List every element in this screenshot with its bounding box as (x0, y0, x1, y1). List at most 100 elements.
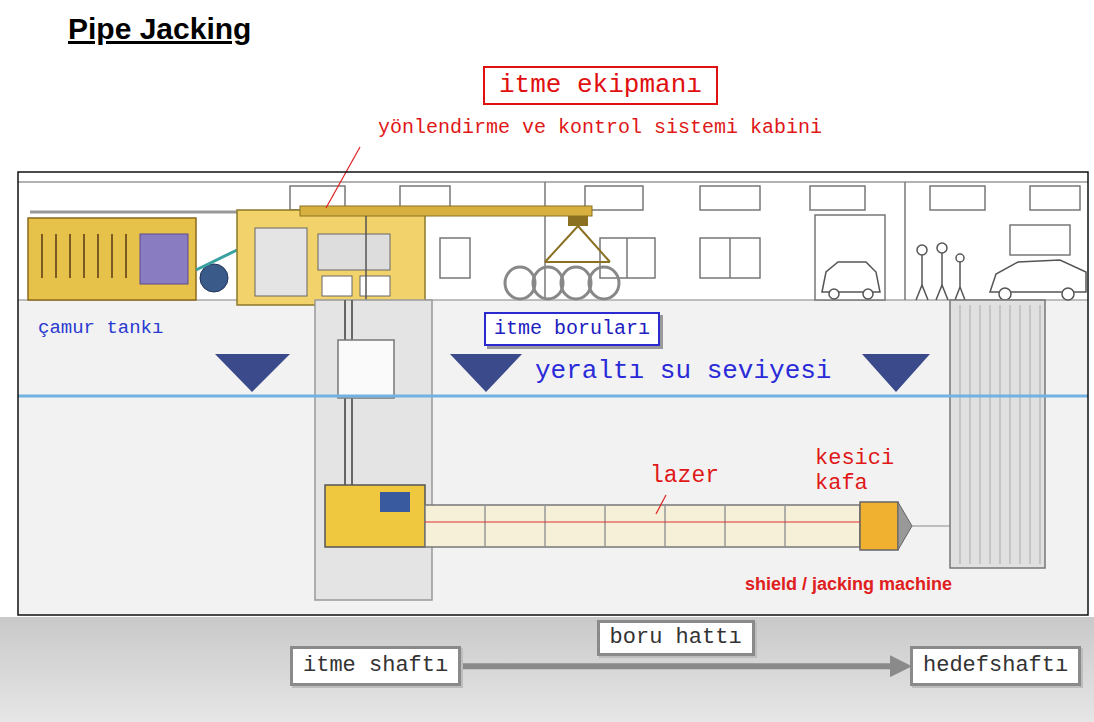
cars-and-people-part (942, 285, 948, 300)
buildings (18, 182, 1088, 300)
control-cabin-part (255, 228, 307, 296)
target-shaft-part (950, 300, 1045, 568)
illustration-frame-part (18, 172, 1088, 615)
jacking-pipeline-part (860, 502, 898, 550)
cars-and-people-part (822, 262, 880, 292)
cars-and-people-part (829, 289, 839, 299)
cars-and-people-part (941, 253, 943, 285)
control-cabin-part (360, 276, 390, 296)
pipe-stack-part (505, 267, 535, 299)
buildings-part (904, 182, 906, 300)
target-shaft-part-part (1030, 305, 1031, 564)
mud-tank-part (196, 250, 237, 270)
jacking-pipeline-part (425, 505, 860, 547)
part-label: lazer (650, 463, 719, 489)
box-text: itme boruları (494, 317, 650, 341)
cars-and-people-part (960, 287, 965, 300)
jacking-pipeline-part (485, 505, 785, 547)
target-shaft-part-part (990, 305, 991, 564)
part-label: yönlendirme ve kontrol sistemi kabini (378, 116, 822, 139)
page-title: Pipe Jacking (68, 12, 251, 46)
mud-tank-part (200, 264, 228, 292)
flow-arrow (461, 663, 890, 669)
target-shaft-part-part (1010, 305, 1011, 564)
mud-tank-part (42, 234, 126, 278)
buildings-part (1030, 186, 1080, 210)
cars-and-people-part (959, 262, 961, 287)
target-shaft-part-part (1000, 305, 1001, 564)
buildings-part (729, 238, 731, 278)
target-shaft-part-part (960, 305, 961, 564)
groundwater-level-part (215, 354, 290, 392)
mud-tank-part (30, 211, 240, 214)
mud-tank-part-part (55, 234, 57, 278)
cars-and-people-part (956, 254, 964, 262)
cars-and-people (822, 243, 1086, 300)
jacking-pipeline-part (380, 492, 410, 512)
mud-tank-part (28, 218, 196, 300)
groundwater-level (18, 354, 1088, 396)
cars-and-people-part (955, 287, 960, 300)
jacking-pipeline-part (425, 522, 860, 523)
buildings-part (930, 186, 985, 210)
mud-tank-part (140, 234, 188, 284)
mud-tank-part-part (41, 234, 43, 278)
buildings-part (585, 186, 643, 210)
jacking-pipeline-part-part (784, 505, 786, 547)
mud-tank-part-part (97, 234, 99, 278)
control-cabin-part (322, 276, 352, 296)
target-shaft-part-part (1040, 305, 1041, 564)
cars-and-people-part (990, 260, 1086, 292)
target-shaft (950, 300, 1045, 568)
edge-label: boru hattı (597, 620, 755, 656)
illustration-frame (18, 172, 1088, 615)
cars-and-people-part (936, 285, 942, 300)
crane-part (578, 226, 610, 262)
pipe-stack-part (589, 267, 619, 299)
buildings-part (544, 182, 546, 300)
mud-tank (28, 212, 240, 300)
groundwater-level-part (862, 354, 930, 392)
mud-tank-part-part (125, 234, 127, 278)
control-cabin-part (237, 210, 425, 305)
buildings-part (626, 238, 628, 278)
part-label: çamur tankı (38, 318, 163, 340)
cars-and-people-part (922, 285, 928, 300)
crane-part (545, 226, 578, 262)
groundwater-level-part (450, 354, 522, 392)
cars-and-people-part (1062, 288, 1074, 300)
cars-and-people-part (921, 255, 923, 285)
pipe-stack-part (561, 267, 591, 299)
buildings-part (440, 238, 470, 278)
shaft-box: itme shaftı (290, 646, 461, 686)
jacking-pipeline-part-part (604, 505, 606, 547)
crane-part (300, 206, 592, 216)
mud-tank-part-part (69, 234, 71, 278)
buildings-part (810, 186, 865, 210)
shaft-box: hedefshaftı (910, 646, 1081, 686)
bottom-band-part (0, 617, 1094, 722)
target-shaft-part-part (1020, 305, 1021, 564)
launch-shaft-part (315, 300, 432, 600)
jacking-pipeline-part (912, 526, 950, 527)
crane-part (568, 216, 588, 226)
equipment-box: itme ekipmanı (483, 66, 718, 105)
pipes-box: itme boruları (484, 312, 660, 346)
pipe-stack-part (533, 267, 563, 299)
part-label: yeraltı su seviyesi (535, 357, 831, 387)
buildings-part (600, 238, 655, 278)
leader-lines (326, 147, 666, 514)
jacking-pipeline-part-part (544, 505, 546, 547)
jacking-pipeline-part (898, 502, 912, 550)
leader-lines-part (326, 147, 360, 208)
launch-shaft-part (338, 340, 394, 398)
groundwater-level-part (18, 395, 1088, 398)
leader-lines-part (656, 495, 666, 514)
buildings-part (18, 181, 1088, 183)
part-label: shield / jacking machine (745, 574, 952, 595)
part-label: kesici kafa (815, 446, 915, 497)
cars-and-people-part (999, 288, 1011, 300)
jacking-pipeline-part (325, 485, 425, 547)
cars-and-people-part (916, 285, 922, 300)
